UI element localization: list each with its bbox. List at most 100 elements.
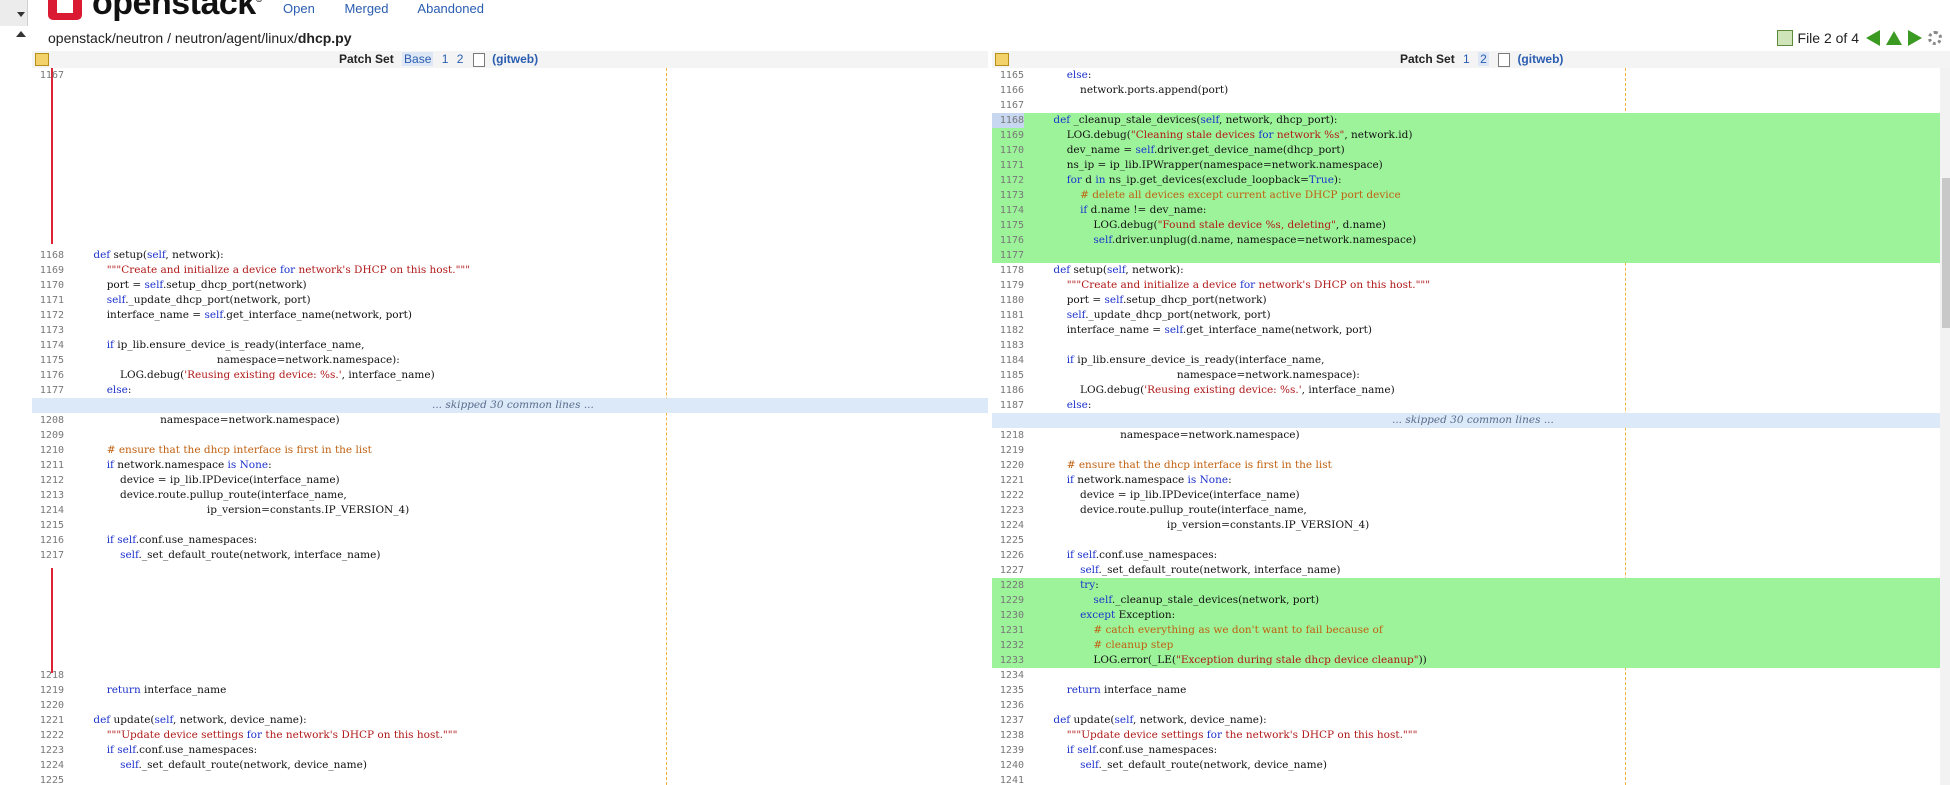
line-number[interactable]: 1170 [39, 280, 64, 291]
line-number[interactable]: 1220 [999, 460, 1024, 471]
line-number[interactable]: 1218 [39, 670, 64, 681]
line-number[interactable]: 1167 [39, 70, 64, 81]
line-number[interactable]: 1173 [992, 188, 1024, 203]
patchset-link-2[interactable]: 2 [456, 52, 464, 66]
line-number[interactable]: 1241 [999, 775, 1024, 785]
settings-gear-icon[interactable] [1928, 31, 1942, 46]
line-number[interactable]: 1168 [39, 250, 64, 261]
line-number[interactable]: 1174 [39, 340, 64, 351]
line-number[interactable]: 1176 [992, 233, 1024, 248]
line-number[interactable]: 1177 [992, 248, 1024, 263]
line-number[interactable]: 1187 [999, 400, 1024, 411]
line-number[interactable]: 1167 [999, 100, 1024, 111]
gitweb-link[interactable]: (gitweb) [1517, 52, 1564, 66]
line-number[interactable]: 1169 [39, 265, 64, 276]
menu-dropdown-button[interactable] [0, 0, 28, 26]
nav-link-open[interactable]: Open [283, 1, 315, 16]
line-number[interactable]: 1232 [992, 638, 1024, 653]
line-number[interactable]: 1168 [992, 113, 1024, 128]
add-file-comment-icon[interactable] [35, 53, 49, 66]
line-number[interactable]: 1219 [39, 685, 64, 696]
line-number[interactable]: 1224 [999, 520, 1024, 531]
line-number[interactable]: 1176 [39, 370, 64, 381]
line-number[interactable]: 1239 [999, 745, 1024, 756]
patchset-link-base[interactable]: Base [402, 52, 434, 66]
line-number[interactable]: 1218 [999, 430, 1024, 441]
line-number[interactable]: 1185 [999, 370, 1024, 381]
line-number[interactable]: 1227 [999, 565, 1024, 576]
right-code-pane[interactable]: 1165 else:1166 network.ports.append(port… [992, 68, 1950, 785]
line-number[interactable]: 1238 [999, 730, 1024, 741]
line-number[interactable]: 1181 [999, 310, 1024, 321]
line-number[interactable]: 1217 [39, 550, 64, 561]
line-number[interactable]: 1224 [39, 760, 64, 771]
line-number[interactable]: 1216 [39, 535, 64, 546]
line-number[interactable]: 1179 [999, 280, 1024, 291]
nav-link-abandoned[interactable]: Abandoned [417, 1, 484, 16]
line-number[interactable]: 1223 [999, 505, 1024, 516]
line-number[interactable]: 1173 [39, 325, 64, 336]
patchset-link-1[interactable]: 1 [1463, 52, 1470, 66]
add-file-comment-icon[interactable] [995, 53, 1009, 66]
line-number[interactable]: 1178 [999, 265, 1024, 276]
line-number[interactable]: 1214 [39, 505, 64, 516]
prev-file-icon[interactable] [1866, 30, 1880, 47]
line-number[interactable]: 1223 [39, 745, 64, 756]
line-number[interactable]: 1225 [39, 775, 64, 785]
line-number[interactable]: 1171 [992, 158, 1024, 173]
line-number[interactable]: 1170 [992, 143, 1024, 158]
line-number[interactable]: 1235 [999, 685, 1024, 696]
line-number[interactable]: 1175 [39, 355, 64, 366]
line-number[interactable]: 1225 [999, 535, 1024, 546]
scrollbar-track[interactable] [1940, 68, 1950, 785]
skipped-lines-row[interactable]: ... skipped 30 common lines ... [32, 398, 988, 413]
gitweb-link[interactable]: (gitweb) [492, 52, 539, 66]
skipped-lines-row[interactable]: ... skipped 30 common lines ... [992, 413, 1950, 428]
line-number[interactable]: 1180 [999, 295, 1024, 306]
line-number[interactable]: 1222 [39, 730, 64, 741]
line-number[interactable]: 1166 [999, 85, 1024, 96]
line-number[interactable]: 1184 [999, 355, 1024, 366]
line-number[interactable]: 1240 [999, 760, 1024, 771]
line-number[interactable]: 1169 [992, 128, 1024, 143]
line-number[interactable]: 1228 [992, 578, 1024, 593]
line-number[interactable]: 1182 [999, 325, 1024, 336]
line-number[interactable]: 1213 [39, 490, 64, 501]
line-number[interactable]: 1212 [39, 475, 64, 486]
patchset-link-1[interactable]: 1 [441, 52, 449, 66]
line-number[interactable]: 1237 [999, 715, 1024, 726]
line-number[interactable]: 1231 [992, 623, 1024, 638]
line-number[interactable]: 1175 [992, 218, 1024, 233]
line-number[interactable]: 1219 [999, 445, 1024, 456]
line-number[interactable]: 1186 [999, 385, 1024, 396]
line-number[interactable]: 1171 [39, 295, 64, 306]
patchset-link-2[interactable]: 2 [1478, 52, 1489, 66]
line-number[interactable]: 1177 [39, 385, 64, 396]
line-number[interactable]: 1165 [999, 70, 1024, 81]
line-number[interactable]: 1234 [999, 670, 1024, 681]
nav-link-merged[interactable]: Merged [344, 1, 389, 16]
line-number[interactable]: 1172 [992, 173, 1024, 188]
line-number[interactable]: 1210 [39, 445, 64, 456]
scrollbar-thumb[interactable] [1942, 178, 1950, 328]
collapse-up-icon[interactable] [16, 31, 26, 37]
line-number[interactable]: 1221 [39, 715, 64, 726]
line-number[interactable]: 1209 [39, 430, 64, 441]
line-number[interactable]: 1226 [999, 550, 1024, 561]
line-number[interactable]: 1230 [992, 608, 1024, 623]
line-number[interactable]: 1174 [992, 203, 1024, 218]
line-number[interactable]: 1208 [39, 415, 64, 426]
line-number[interactable]: 1233 [992, 653, 1024, 668]
line-number[interactable]: 1183 [999, 340, 1024, 351]
file-reviewed-icon[interactable] [1776, 30, 1793, 47]
line-number[interactable]: 1222 [999, 490, 1024, 501]
line-number[interactable]: 1220 [39, 700, 64, 711]
line-number[interactable]: 1221 [999, 475, 1024, 486]
line-number[interactable]: 1211 [39, 460, 64, 471]
line-number[interactable]: 1172 [39, 310, 64, 321]
download-file-icon[interactable] [472, 52, 485, 67]
download-file-icon[interactable] [1498, 52, 1511, 67]
line-number[interactable]: 1215 [39, 520, 64, 531]
next-file-icon[interactable] [1908, 30, 1922, 47]
